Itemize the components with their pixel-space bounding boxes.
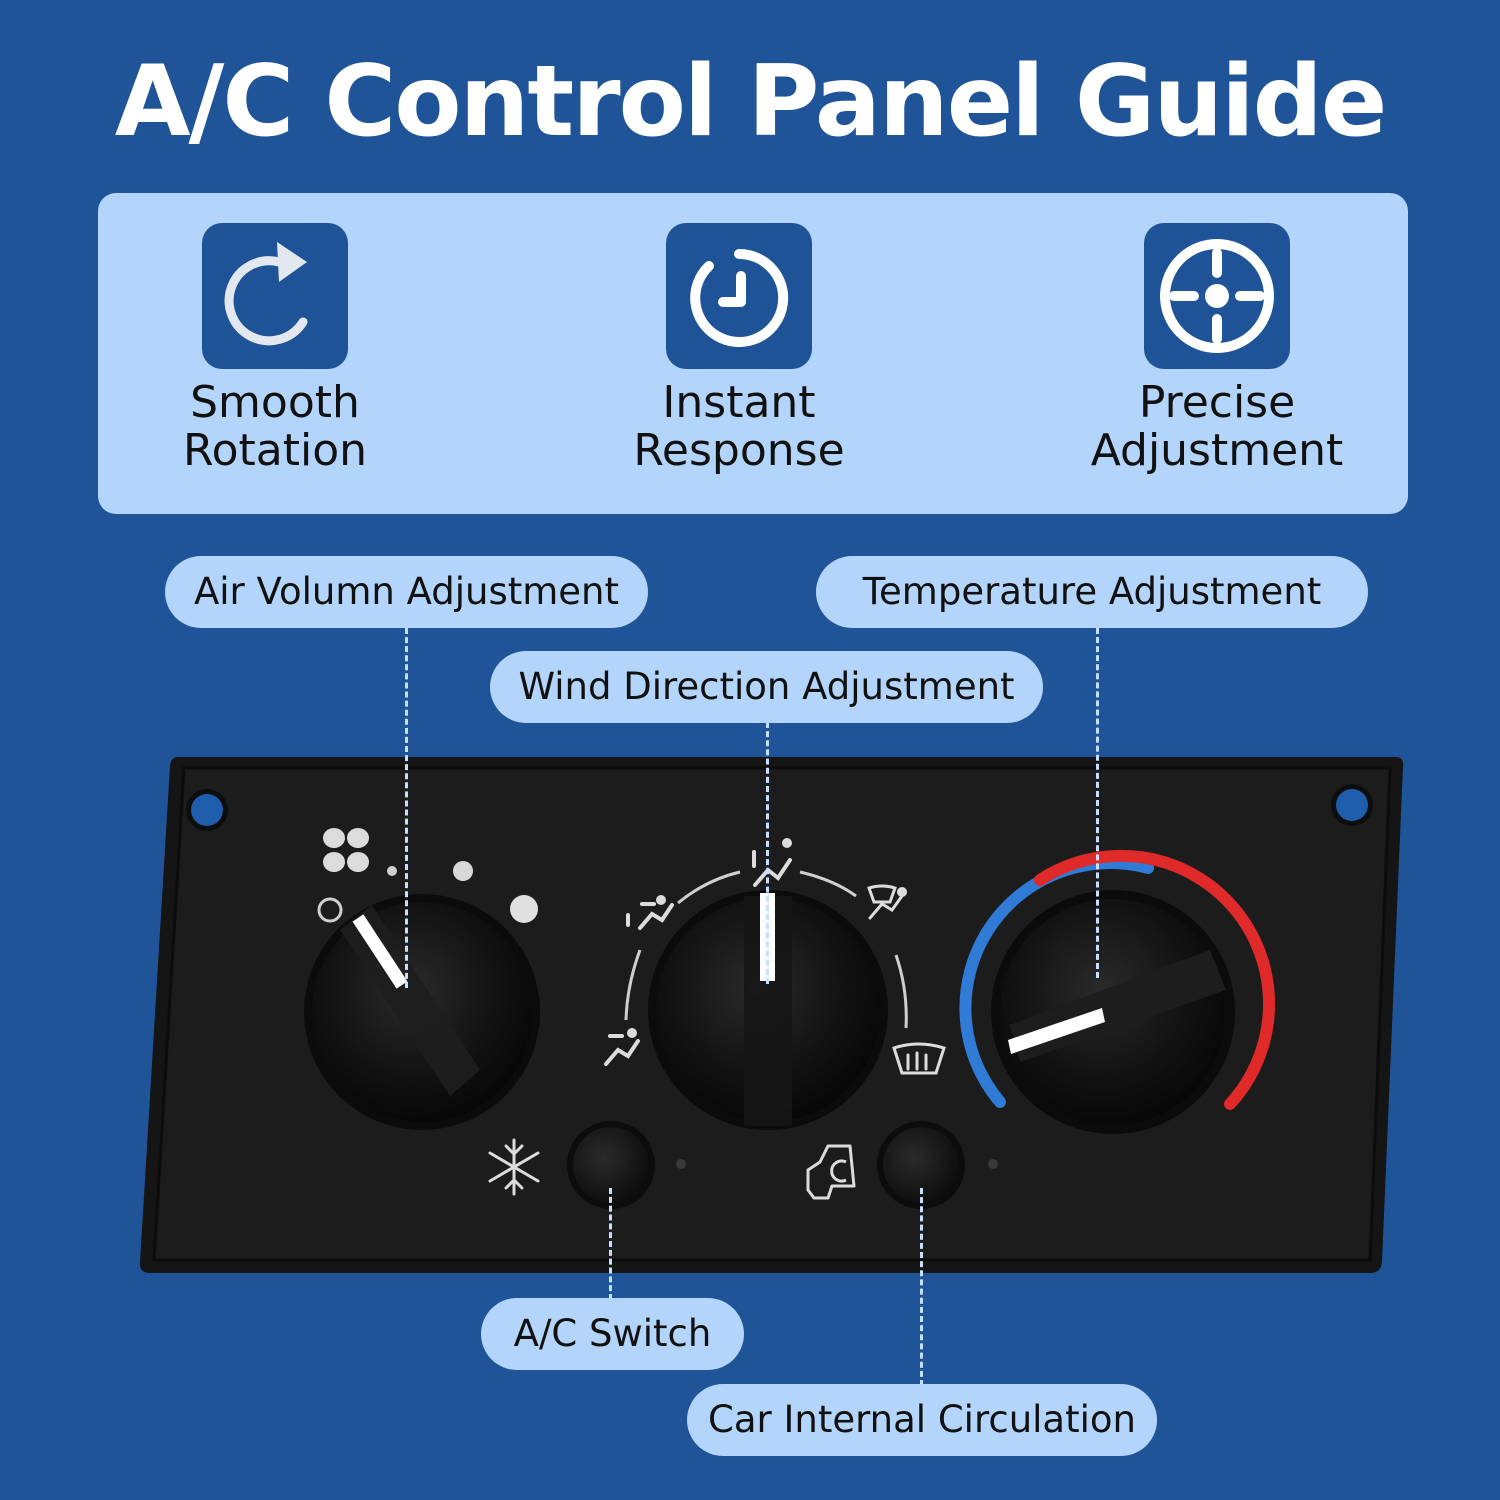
crosshair-target-icon [1144, 223, 1290, 369]
feature-precise-adjustment: Precise Adjustment [1067, 223, 1367, 475]
leader-air-volume [405, 628, 408, 988]
airflow-mode-knob[interactable] [648, 890, 888, 1130]
car-recirculation-icon [806, 1144, 856, 1200]
recirculation-indicator-led [988, 1159, 998, 1169]
ac-button[interactable] [567, 1121, 655, 1209]
rotate-clockwise-icon [202, 223, 348, 369]
mounting-hole [1331, 784, 1373, 826]
floor-defrost-icon [867, 884, 907, 920]
fan-off-marker [317, 897, 343, 923]
feature-label: Precise Adjustment [1090, 377, 1344, 476]
leader-temperature [1096, 628, 1099, 978]
callout-ac-switch: A/C Switch [481, 1298, 744, 1370]
knob-pointer [352, 914, 408, 989]
page-title: A/C Control Panel Guide [114, 45, 1388, 159]
callout-internal-circulation: Car Internal Circulation [687, 1384, 1157, 1456]
defrost-icon [892, 1042, 946, 1075]
feature-box: Smooth Rotation Instant Response [98, 193, 1408, 514]
fan-icon [323, 828, 369, 872]
fan-speed-3-marker [510, 895, 538, 923]
leader-wind-direction [766, 722, 769, 984]
fan-speed-1-marker [387, 866, 397, 876]
snowflake-icon [488, 1138, 540, 1196]
feature-instant-response: Instant Response [589, 223, 889, 475]
feature-label: Instant Response [633, 377, 845, 476]
fan-speed-knob[interactable] [304, 894, 540, 1130]
leader-internal-circulation [920, 1188, 923, 1386]
callout-air-volume: Air Volumn Adjustment [165, 556, 648, 628]
callout-wind-direction: Wind Direction Adjustment [490, 651, 1043, 723]
feature-smooth-rotation: Smooth Rotation [125, 223, 425, 475]
callout-temperature: Temperature Adjustment [816, 556, 1368, 628]
face-floor-vent-icon [626, 895, 674, 930]
feature-label: Smooth Rotation [182, 377, 367, 476]
recirculation-button[interactable] [877, 1121, 965, 1209]
temperature-knob[interactable] [991, 890, 1235, 1134]
bi-level-vent-icon [752, 838, 792, 887]
ac-indicator-led [676, 1159, 686, 1169]
mounting-hole [186, 789, 228, 831]
leader-ac-switch [609, 1188, 612, 1300]
clock-icon [666, 223, 812, 369]
fan-speed-2-marker [453, 861, 473, 881]
face-vent-icon [604, 1028, 640, 1066]
knob-pointer [1008, 1008, 1105, 1054]
hot-scale-arc [1034, 849, 1276, 1110]
